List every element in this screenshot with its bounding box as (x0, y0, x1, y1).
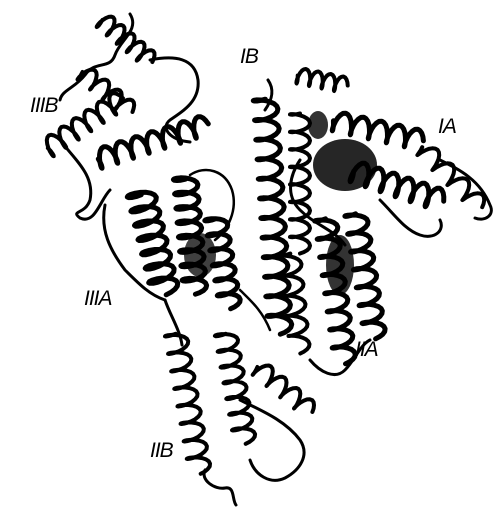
helix-IB-inner (290, 114, 310, 254)
loop-IA-lower (380, 200, 441, 236)
label-IIIB: IIIB (30, 95, 58, 116)
dense-region-IIA-core (326, 235, 354, 295)
helix-IIIB-left (47, 93, 123, 156)
dense-region-IIIA-core (184, 233, 216, 277)
label-IIIA: IIIA (84, 288, 112, 309)
dense-region-IB-core (308, 111, 328, 139)
label-IB: IB (240, 46, 258, 67)
label-IIA: IIA (355, 339, 378, 360)
helix-IIB-3 (253, 366, 314, 413)
helix-IIB-2 (215, 334, 255, 444)
helix-IB-top (296, 69, 347, 91)
helix-layer (47, 17, 484, 474)
helix-IIIB-lower (98, 117, 208, 169)
label-IIB: IIB (150, 440, 173, 461)
loop-IIB-bottom (204, 470, 236, 505)
loop-IA-right (440, 160, 491, 219)
loop-IB-top (265, 80, 272, 110)
dense-region-IA-core (313, 139, 377, 191)
helix-IB-left (253, 99, 291, 334)
label-IA: IA (438, 116, 456, 137)
